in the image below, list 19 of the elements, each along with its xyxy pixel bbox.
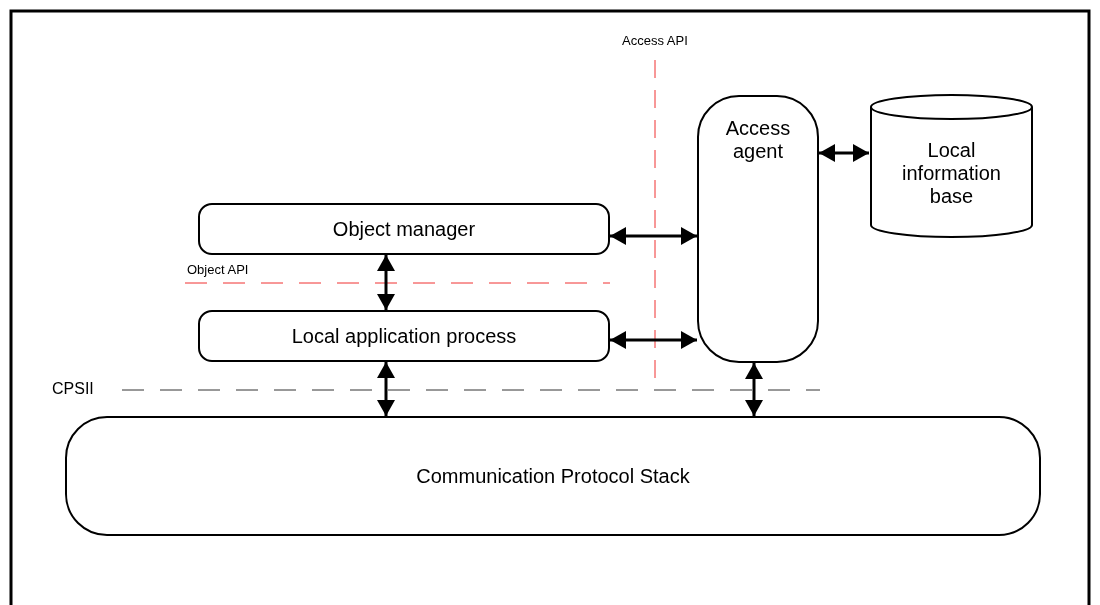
double-arrow — [610, 331, 697, 349]
double-arrow — [610, 227, 697, 245]
double-arrow — [377, 255, 395, 310]
process-box — [198, 310, 610, 362]
database-cylinder — [869, 93, 1034, 239]
double-arrow — [377, 362, 395, 416]
process-box — [198, 203, 610, 255]
node-label: Local information base — [901, 138, 1002, 208]
node-label: Local application process — [291, 324, 517, 348]
node-label: Access agent — [724, 117, 792, 163]
process-box — [65, 416, 1041, 536]
interface-label: Access API — [622, 33, 688, 48]
process-box — [697, 95, 819, 363]
node-label: Communication Protocol Stack — [416, 464, 690, 488]
node-label: Object manager — [332, 217, 476, 241]
double-arrow — [819, 144, 869, 162]
interface-label: Object API — [187, 262, 249, 277]
double-arrow — [745, 363, 763, 416]
interface-label: CPSII — [52, 380, 94, 398]
